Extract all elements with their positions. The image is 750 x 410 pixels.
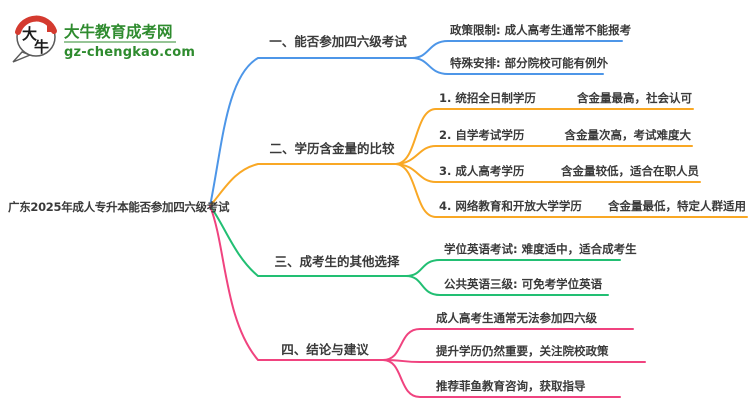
leaf-title: 3. 成人高考学历 (439, 164, 525, 178)
leaf-description: 含金量最高，社会认可 (577, 91, 692, 105)
leaf-title: 2. 自学考试学历 (439, 128, 525, 142)
branch2-trunk-line (209, 163, 397, 207)
leaf-description: 含金量最低，特定人群适用 (608, 199, 746, 213)
branch3-leaf2-line (405, 275, 609, 296)
leaf-node: 推荐菲鱼教育咨询，获取指导 (436, 379, 586, 393)
branch2-label: 二、学历含金量的比较 (269, 141, 395, 156)
branch1-label: 一、能否参加四六级考试 (269, 34, 407, 49)
branch1-leaf2-line (411, 57, 604, 75)
branch2-leaf2-line (395, 145, 693, 165)
branch1-leaf1-line (411, 40, 623, 59)
branch4-trunk-line (209, 205, 384, 361)
branch2-leaf3-line (395, 163, 701, 183)
site-name: 大牛教育成考网 (64, 22, 173, 41)
leaf-node: 4. 网络教育和开放大学学历 含金量最低，特定人群适用 (439, 198, 746, 214)
leaf-node: 特殊安排: 部分院校可能有例外 (450, 56, 609, 70)
leaf-node: 成人高考生通常无法参加四六级 (436, 311, 597, 325)
leaf-node: 学位英语考试: 难度适中，适合成考生 (444, 242, 637, 256)
branch3-trunk-line (209, 205, 407, 277)
logo-mark-char2: 牛 (34, 38, 49, 56)
leaf-node: 2. 自学考试学历 含金量次高，考试难度大 (439, 127, 691, 143)
site-url: gz-chengkao.com (64, 45, 195, 60)
branch4-label: 四、结论与建议 (281, 342, 369, 357)
branch3-label: 三、成考生的其他选择 (274, 254, 400, 269)
branch1-trunk-line (209, 57, 413, 207)
site-logo-graphic: 大 牛 大牛教育成考网 gz-chengkao.com (12, 15, 195, 63)
leaf-node: 提升学历仍然重要，关注院校政策 (436, 344, 609, 358)
branch4-leaf3-line (382, 359, 621, 398)
leaf-node: 公共英语三级: 可免考学位英语 (444, 277, 603, 291)
leaf-node: 政策限制: 成人高考生通常不能报考 (450, 23, 632, 37)
branch4-leaf2-line (382, 359, 646, 363)
leaf-description: 含金量较低，适合在职人员 (561, 164, 699, 178)
branch4-leaf1-line (382, 328, 634, 361)
branch2-leaf4-line (395, 163, 748, 218)
logo-mark-char1: 大 (22, 25, 37, 43)
leaf-node: 1. 统招全日制学历 含金量最高，社会认可 (439, 90, 692, 106)
site-logo: 大 牛 大牛教育成考网 gz-chengkao.com (8, 6, 218, 70)
leaf-description: 含金量次高，考试难度大 (564, 128, 692, 142)
leaf-node: 3. 成人高考学历 含金量较低，适合在职人员 (439, 163, 699, 179)
leaf-title: 1. 统招全日制学历 (439, 91, 536, 105)
branch2-leaf1-line (395, 108, 694, 165)
central-topic: 广东2025年成人专升本能否参加四六级考试 (8, 200, 230, 214)
logo-seal-icon (47, 25, 54, 32)
leaf-title: 4. 网络教育和开放大学学历 (439, 199, 582, 213)
branch3-leaf1-line (405, 259, 621, 277)
